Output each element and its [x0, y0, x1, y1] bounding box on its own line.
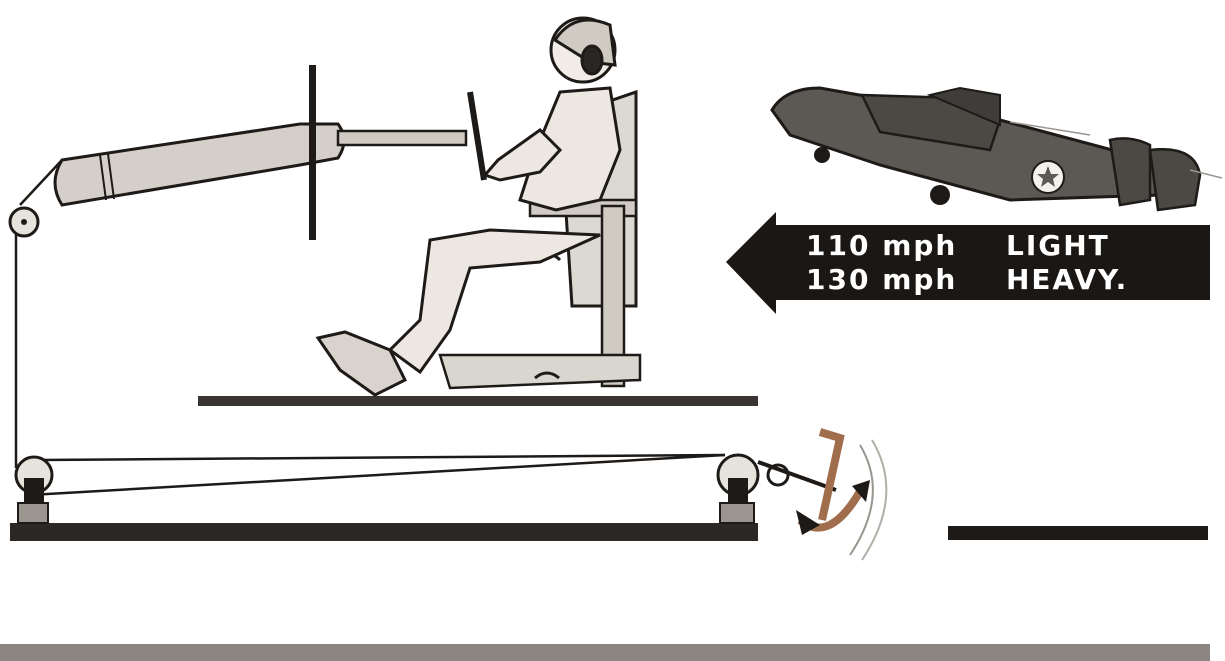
left-pulley: [16, 457, 52, 523]
right-plank: [948, 526, 1208, 540]
bottom-ground-strip: [0, 644, 1210, 661]
speed-line-heavy: 130 mph HEAVY.: [806, 263, 1206, 297]
speed-line-light: 110 mph LIGHT: [806, 229, 1206, 263]
base-plank: [10, 523, 758, 541]
heavy-speed: 130 mph: [806, 263, 1006, 297]
top-pulley: [10, 208, 38, 236]
speed-sign-text: 110 mph LIGHT 130 mph HEAVY.: [806, 229, 1206, 303]
light-label: LIGHT: [1006, 229, 1110, 263]
pilot-figure-icon: [318, 18, 620, 395]
light-speed: 110 mph: [806, 229, 1006, 263]
bomber-aircraft-icon: [772, 88, 1222, 210]
control-column-cylinder: [55, 124, 466, 205]
instrument-panel: [309, 65, 316, 240]
heavy-label: HEAVY.: [1006, 263, 1128, 297]
anchor-icon: [758, 432, 886, 560]
right-pulley: [718, 455, 758, 523]
cockpit-floor-plank: [198, 396, 758, 406]
